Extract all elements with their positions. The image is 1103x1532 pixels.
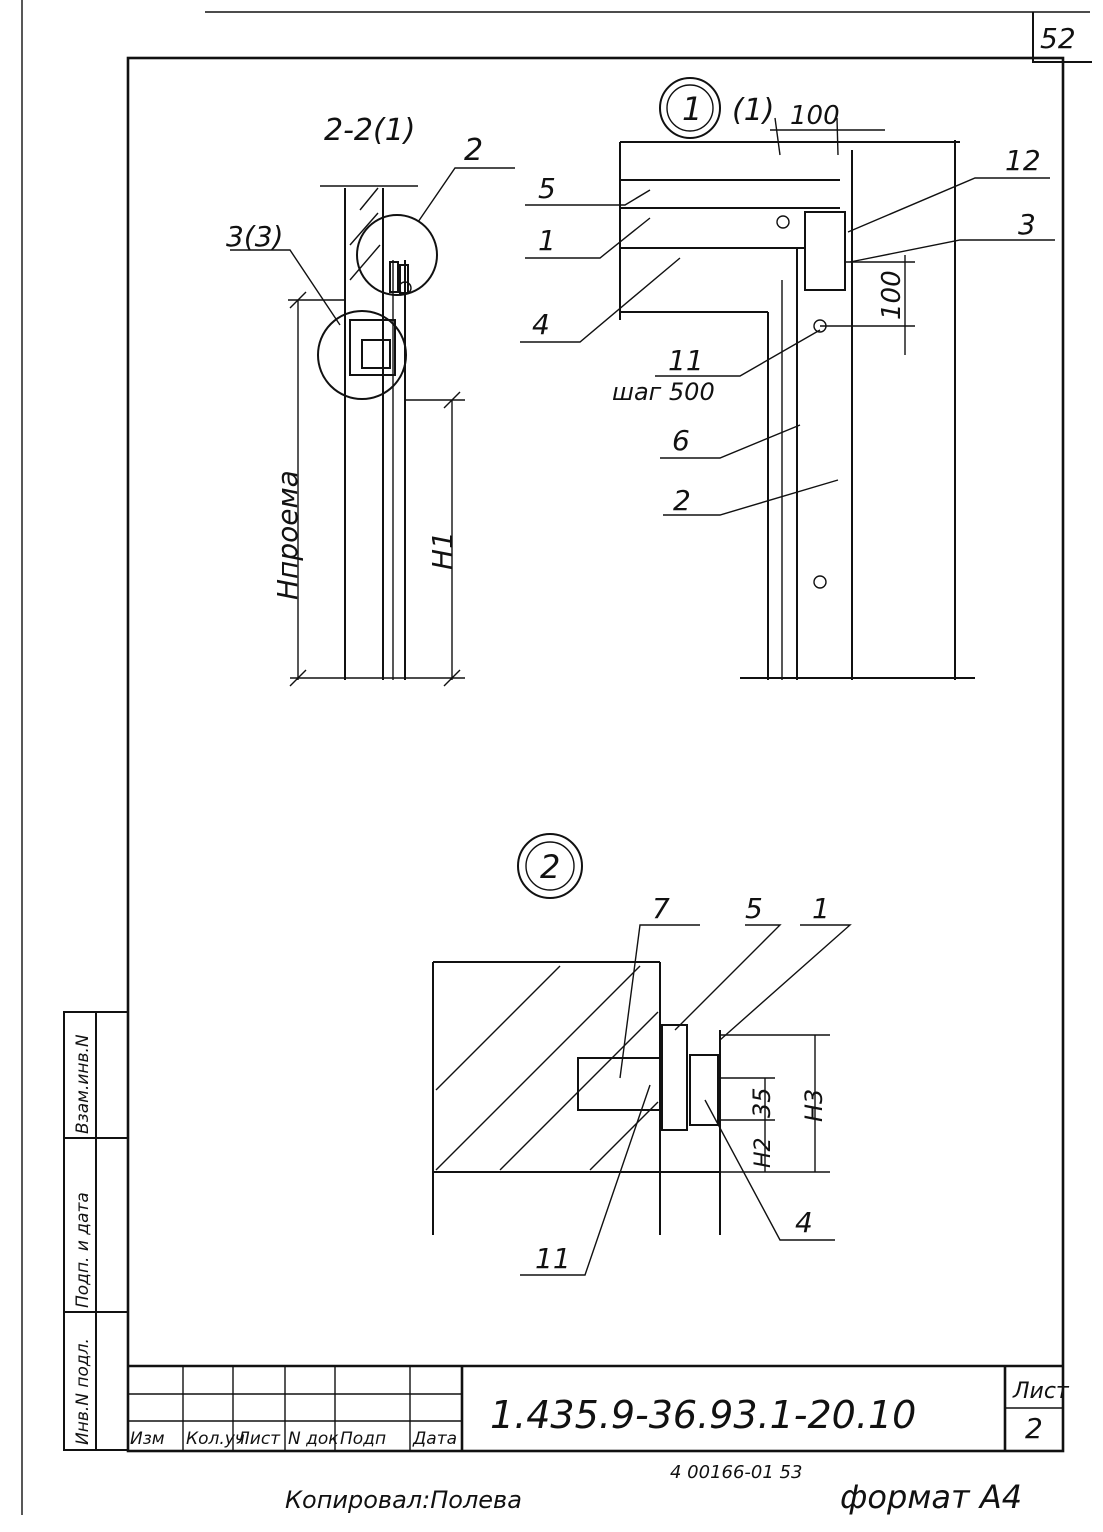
fastener [389,261,399,293]
label-5: 5 [538,172,556,205]
callout-3: 3(3) [226,220,283,253]
header-data: Дата [412,1429,457,1449]
detail-1-ref: (1) [732,93,775,128]
stamp-sign-date: Подп. и дата [73,1192,93,1308]
dim-tick [289,291,307,309]
label-6: 6 [672,424,690,457]
side-stamp: Инв.N подл. Подп. и дата Взам.инв.N [63,1011,129,1451]
label-3: 3 [1018,208,1036,241]
detail-2-marker-inner [525,841,575,891]
sealant-column [661,1024,688,1131]
detail-1-marker-inner [666,84,714,132]
hatch [435,965,641,1171]
leader-3b [849,239,1055,263]
label-2: 2 [673,484,691,517]
dowel [776,215,790,229]
dim-ext [774,117,781,156]
leader-11c [520,1084,651,1276]
dim-35-label: 35 [748,1087,776,1118]
label-7: 7 [652,892,670,925]
leader-11 [655,329,821,377]
title-block: Изм Кол.уч Лист N док Подп Дата 1.435.9-… [128,1364,1070,1451]
leader-1 [525,217,651,259]
order-number: 4 00166-01 53 [670,1462,802,1483]
dim-opening-label: Hпроема [271,470,304,600]
header-ndok: N док [288,1429,339,1449]
dowel-symbol [398,281,412,295]
leader-5c [674,924,782,1031]
leader-1c [719,924,852,1041]
sealant-block [804,211,846,291]
detail-2: 2 35 H2 H3 7 5 1 4 11 [432,833,852,1276]
dim-h2-label: H2 [751,1137,776,1168]
label-1: 1 [812,892,830,925]
detail-1-marker-outer [659,77,721,139]
dim-tick [443,391,461,409]
detail-2-marker: 2 [540,848,560,886]
leader-12 [847,177,1050,233]
leader-2 [417,167,515,223]
foam-column [689,1054,719,1126]
detail-1: 1 (1) 100 100 5 1 4 11 [520,77,1055,680]
leader-3 [230,249,341,326]
leader-6 [660,424,801,459]
doc-code: 1.435.9-36.93.1-20.10 [490,1393,916,1437]
main-frame [126,56,1065,1453]
stamp-inv-no: Инв.N подл. [73,1338,93,1445]
format-label: формат А4 [840,1478,1022,1516]
header-izm: Изм [130,1429,165,1449]
detail-circle-2 [356,214,438,296]
page-number: 52 [1040,22,1076,55]
header-kol: Кол.уч [186,1429,245,1449]
leader-7 [619,924,700,1079]
label-1: 1 [538,224,556,257]
hatch [359,187,379,211]
anchor-block [577,1057,661,1111]
leader-4c [704,1099,835,1241]
sheet-label: Лист [1012,1379,1070,1404]
hatch [589,1101,659,1171]
dim-top-label: 100 [790,101,840,131]
leader-2b [663,479,839,516]
stamp-replace-inv: Взам.инв.N [73,1034,93,1134]
callout-2: 2 [464,133,483,168]
hatch [435,965,561,1091]
leader-4 [520,257,681,343]
header-podp: Подп [340,1429,386,1449]
section-2-2-title: 2-2(1) [324,113,416,148]
label-4: 4 [532,308,550,341]
detail-1-marker: 1 [682,90,702,128]
dim-ext [836,117,839,156]
dowel [813,575,827,589]
copied-by: Копировал:Полева [285,1486,522,1514]
sheet-number: 2 [1025,1412,1043,1445]
label-step: шаг 500 [612,378,715,406]
label-11: 11 [668,344,704,377]
dim-side-label: 100 [877,270,907,320]
window-profile-inner [361,339,391,369]
label-4: 4 [795,1206,813,1239]
dim-h1-label: H1 [426,531,459,570]
detail-2-marker-outer [517,833,583,899]
hatch [349,212,379,246]
dim-h3-label: H3 [800,1089,828,1122]
header-list: Лист [236,1429,281,1449]
leader-5 [525,189,651,206]
window-profile [349,319,396,376]
label-11: 11 [535,1242,571,1275]
hatch [349,244,381,281]
label-12: 12 [1005,144,1041,177]
fastener [399,264,409,294]
section-2-2: 2-2(1) 2 3(3) Hпроема H1 [226,113,515,687]
detail-circle-3 [317,310,407,400]
label-5: 5 [745,892,763,925]
page-number-box [1032,12,1092,63]
